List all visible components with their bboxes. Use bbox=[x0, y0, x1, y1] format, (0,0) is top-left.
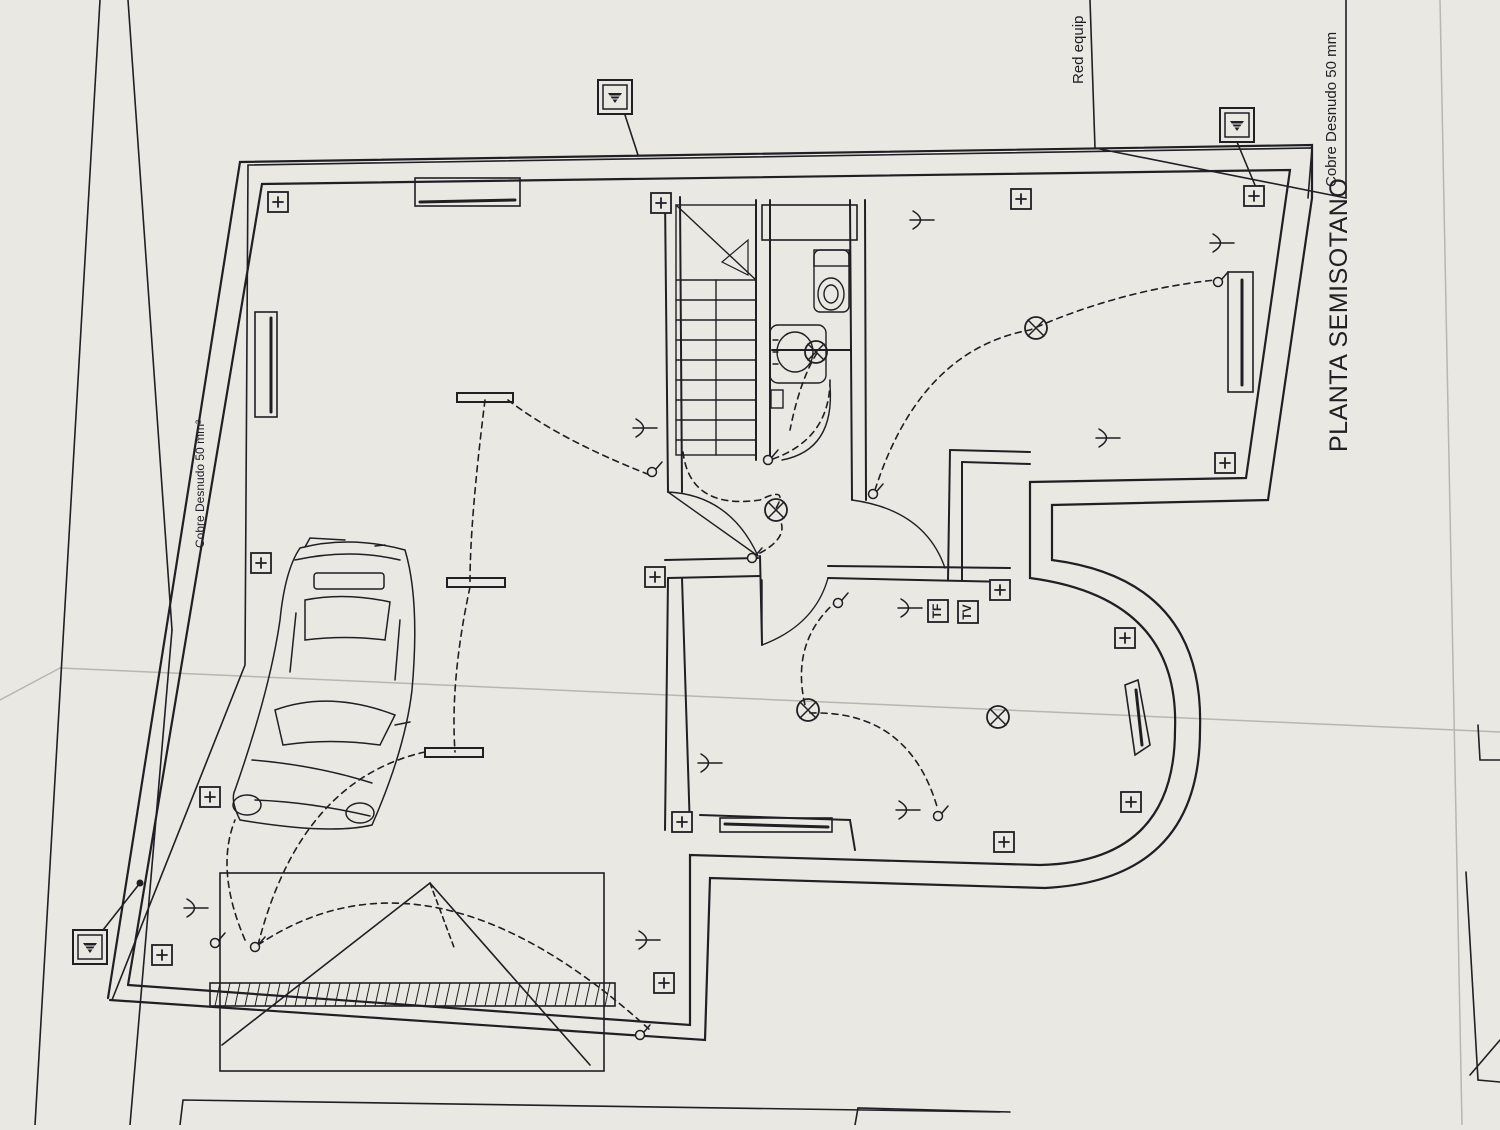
power-outlet-icon bbox=[644, 566, 666, 588]
antenna-socket-icon bbox=[183, 898, 209, 918]
antenna-socket-icon bbox=[632, 418, 658, 438]
tf-outlet-label: TF bbox=[930, 604, 944, 619]
ceiling-light-icon bbox=[1024, 316, 1048, 340]
grounding-label-right: Cobre Desnudo 50 mm bbox=[1323, 31, 1340, 187]
ceiling-light-icon bbox=[796, 698, 820, 722]
power-outlet-icon bbox=[1214, 452, 1236, 474]
ceiling-light-icon bbox=[804, 340, 828, 364]
earth-electrode-icon bbox=[72, 929, 108, 965]
light-switch-icon bbox=[209, 932, 226, 949]
earth-electrode-icon bbox=[597, 79, 633, 115]
power-outlet-icon bbox=[1010, 188, 1032, 210]
ceiling-light-icon bbox=[764, 498, 788, 522]
exterior-walls bbox=[106, 143, 1314, 1042]
light-switch-icon bbox=[1212, 271, 1229, 288]
light-switch-icon bbox=[646, 461, 663, 478]
power-outlet-icon bbox=[199, 786, 221, 808]
antenna-socket-icon bbox=[897, 598, 923, 618]
grounding-label-left: Cobre Desnudo 50 mm² bbox=[193, 419, 207, 548]
power-outlet-icon bbox=[671, 811, 693, 833]
antenna-socket-icon bbox=[635, 930, 661, 950]
car-outline bbox=[232, 537, 416, 830]
earth-electrode-icon bbox=[1219, 107, 1255, 143]
power-outlet-icon bbox=[653, 972, 675, 994]
interior-walls bbox=[664, 196, 1031, 851]
antenna-socket-icon bbox=[1209, 233, 1235, 253]
garage-door bbox=[209, 872, 616, 1072]
tf-outlet: TF bbox=[927, 599, 949, 623]
fluorescent-lights bbox=[424, 392, 514, 758]
grounding-conductor bbox=[102, 114, 1347, 1001]
power-outlet-icon bbox=[993, 831, 1015, 853]
light-switch-icon bbox=[249, 936, 266, 953]
power-outlet-icon bbox=[1114, 627, 1136, 649]
power-outlet-icon bbox=[989, 579, 1011, 601]
network-label: Red equip bbox=[1070, 15, 1087, 84]
light-switch-icon bbox=[832, 592, 849, 609]
power-outlet-icon bbox=[151, 944, 173, 966]
door-swings bbox=[667, 384, 946, 646]
plot-boundary-lines bbox=[34, 0, 1500, 1126]
tv-outlet: TV bbox=[957, 600, 979, 624]
tv-outlet-label: TV bbox=[960, 604, 974, 619]
antenna-socket-icon bbox=[895, 800, 921, 820]
plan-title: PLANTA SEMISOTANO bbox=[1325, 177, 1353, 452]
antenna-socket-icon bbox=[909, 210, 935, 230]
windows bbox=[254, 177, 1254, 833]
light-switch-icon bbox=[932, 805, 949, 822]
power-outlet-icon bbox=[267, 191, 289, 213]
lighting-circuits bbox=[226, 279, 1216, 1031]
power-outlet-icon bbox=[1243, 185, 1265, 207]
power-outlet-icon bbox=[1120, 791, 1142, 813]
antenna-socket-icon bbox=[697, 753, 723, 773]
light-switch-icon bbox=[634, 1024, 651, 1041]
power-outlet-icon bbox=[650, 192, 672, 214]
power-outlet-icon bbox=[250, 552, 272, 574]
bathroom-fixtures bbox=[769, 249, 850, 409]
staircase bbox=[675, 204, 757, 456]
antenna-socket-icon bbox=[1095, 428, 1121, 448]
